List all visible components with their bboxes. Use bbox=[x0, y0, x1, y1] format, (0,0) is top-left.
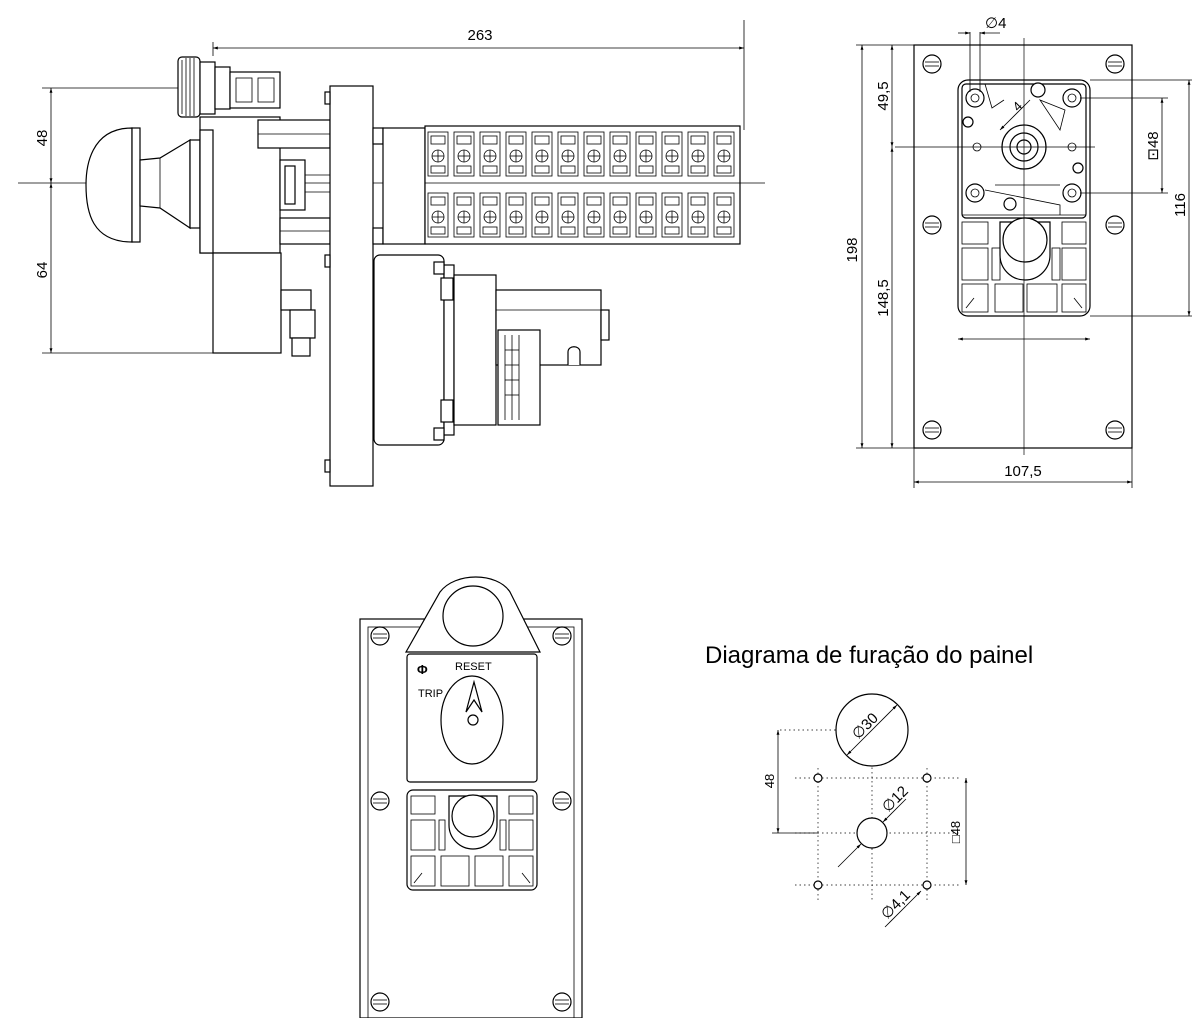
side-view: 263 48 64 bbox=[18, 20, 765, 487]
terminal-cell bbox=[609, 131, 631, 177]
terminal-cell bbox=[635, 131, 657, 177]
dim-drill-square-label: □48 bbox=[948, 821, 963, 843]
terminal-cell bbox=[609, 192, 631, 238]
terminal-cell bbox=[713, 131, 735, 177]
terminal-cell bbox=[687, 131, 709, 177]
dim-rear-right: ⊡48 116 bbox=[1080, 79, 1192, 317]
aux-module bbox=[373, 254, 610, 446]
screw-icon bbox=[922, 420, 942, 440]
label-trip: TRIP bbox=[418, 688, 443, 700]
label-reset: RESET bbox=[455, 661, 492, 673]
dim-116-label: 116 bbox=[1172, 193, 1189, 217]
terminal-cell bbox=[453, 192, 475, 238]
rear-screws bbox=[922, 54, 1125, 440]
dim-198-label: 198 bbox=[844, 237, 861, 262]
dim-12-label: ∅12 bbox=[879, 783, 912, 816]
dim-64-label: 64 bbox=[34, 262, 51, 279]
drilling-title: Diagrama de furação do painel bbox=[705, 642, 1033, 669]
rear-view: ∅4 4 198 49,5 148,5 ⊡48 116 bbox=[844, 15, 1192, 488]
front-lower-grid bbox=[406, 789, 538, 891]
terminal-cell bbox=[505, 192, 527, 238]
hole-4-1 bbox=[813, 773, 823, 783]
terminal-cell bbox=[505, 131, 527, 177]
dim-4-1-label: ∅4,1 bbox=[878, 887, 914, 923]
terminal-cell bbox=[583, 131, 605, 177]
terminal-cell bbox=[453, 131, 475, 177]
terminal-cell bbox=[427, 131, 449, 177]
terminal-cell bbox=[557, 131, 579, 177]
screw-icon bbox=[552, 791, 572, 811]
terminal-cell bbox=[583, 192, 605, 238]
terminal-cell bbox=[661, 131, 683, 177]
dim-square-48-label: ⊡48 bbox=[1145, 131, 1162, 160]
screw-icon bbox=[552, 626, 572, 646]
dim-48-64: 48 64 bbox=[34, 87, 215, 354]
dim-263: 263 bbox=[212, 20, 745, 130]
screw-icon bbox=[922, 215, 942, 235]
dim-drill-48-label: 48 bbox=[762, 774, 777, 788]
push-knob bbox=[85, 127, 201, 243]
arrow-up-icon bbox=[465, 679, 483, 713]
dim-hole-4-label: ∅4 bbox=[985, 15, 1006, 32]
terminal-block-rows bbox=[424, 125, 741, 245]
dim-hole-4: ∅4 bbox=[958, 15, 1006, 92]
rear-mechanism-grid bbox=[961, 217, 1087, 313]
screw-icon bbox=[1105, 420, 1125, 440]
screw-icon bbox=[922, 54, 942, 74]
front-screws bbox=[370, 626, 572, 1012]
dim-48-label: 48 bbox=[34, 130, 51, 147]
terminal-cell bbox=[479, 192, 501, 238]
terminal-cell bbox=[635, 192, 657, 238]
phase-symbol: Φ bbox=[417, 662, 428, 677]
dim-148-5-label: 148,5 bbox=[875, 279, 892, 317]
terminal-cell bbox=[713, 192, 735, 238]
screw-icon bbox=[1105, 215, 1125, 235]
terminal-cell bbox=[479, 131, 501, 177]
terminal-cell bbox=[661, 192, 683, 238]
dim-263-label: 263 bbox=[467, 27, 492, 44]
terminal-cell bbox=[687, 192, 709, 238]
terminal-cell bbox=[531, 192, 553, 238]
hole-4-4 bbox=[922, 880, 932, 890]
dim-rear-left: 198 49,5 148,5 bbox=[844, 44, 914, 449]
terminal-cell bbox=[427, 192, 449, 238]
hole-4-2 bbox=[922, 773, 932, 783]
drilling-diagram: Diagrama de furação do painel ∅30 ∅12 ∅4… bbox=[705, 642, 1033, 928]
screw-icon bbox=[370, 992, 390, 1012]
screw-icon bbox=[370, 626, 390, 646]
terminal-cell bbox=[557, 192, 579, 238]
hole-12 bbox=[856, 817, 888, 849]
rear-nut bbox=[177, 56, 281, 118]
main-housing bbox=[199, 116, 331, 357]
mount-flange bbox=[324, 85, 426, 487]
terminal-cell bbox=[531, 131, 553, 177]
front-view: Φ RESET TRIP bbox=[359, 576, 583, 1018]
screw-icon bbox=[370, 791, 390, 811]
screw-icon bbox=[1105, 54, 1125, 74]
dim-107-5: 107,5 bbox=[913, 448, 1133, 488]
dim-107-5-label: 107,5 bbox=[1004, 463, 1042, 480]
dim-49-5-label: 49,5 bbox=[875, 81, 892, 110]
hole-4-3 bbox=[813, 880, 823, 890]
screw-icon bbox=[552, 992, 572, 1012]
